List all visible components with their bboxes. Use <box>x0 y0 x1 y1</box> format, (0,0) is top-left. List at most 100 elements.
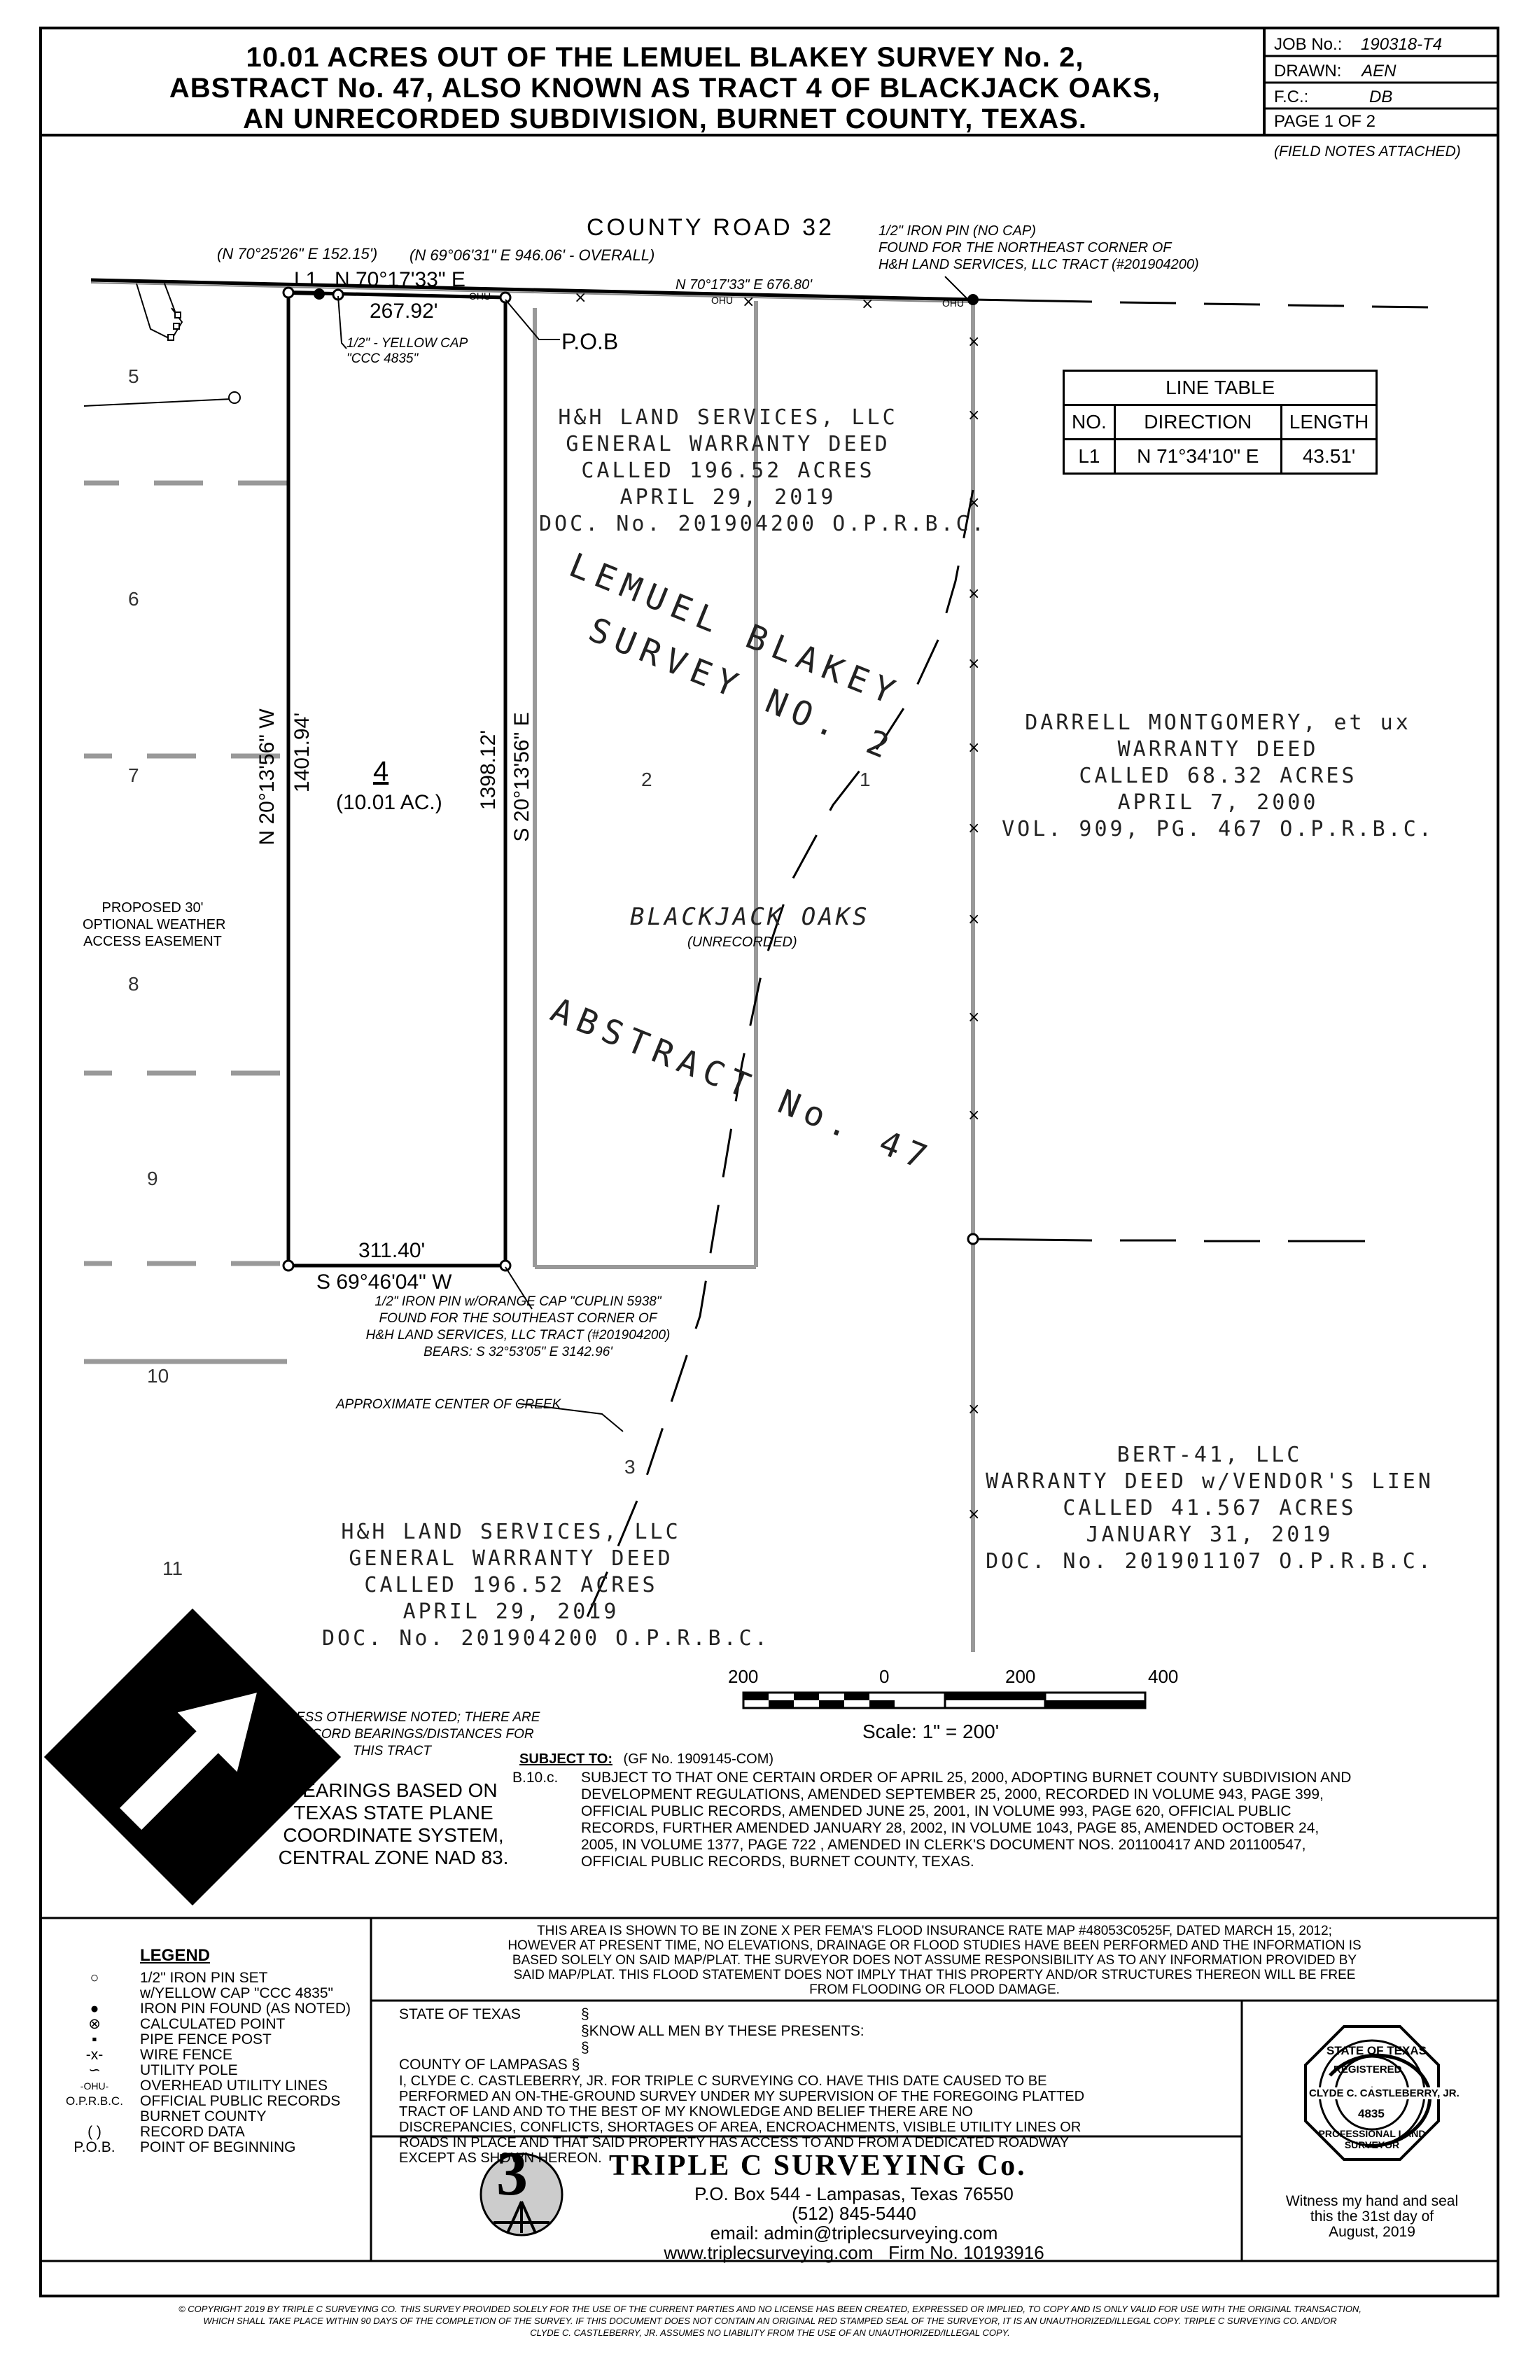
company-name: TRIPLE C SURVEYING Co. <box>609 2150 1027 2182</box>
line-table-header: NO. <box>1063 404 1116 440</box>
subject-text: SUBJECT TO THAT ONE CERTAIN ORDER OF APR… <box>581 1770 1352 1870</box>
wire-fence-icon: -x- <box>85 2047 104 2063</box>
road-bearing: N 70°17'33" E 676.80' <box>676 277 813 293</box>
overhead-utility-icon: -OHU- <box>80 2080 109 2092</box>
svg-text:×: × <box>967 494 980 512</box>
seal-surveyor-name: CLYDE C. CASTLEBERRY, JR. <box>1309 2087 1460 2099</box>
lot-number: 3 <box>624 1456 636 1478</box>
page-number: PAGE 1 OF 2 <box>1274 112 1376 131</box>
pob-abbrev: P.O.B. <box>74 2139 115 2155</box>
record-data-symbol: ( ) <box>88 2124 102 2140</box>
north-distance: 267.92' <box>370 300 438 323</box>
line-table-cell: N 71°34'10" E <box>1113 438 1282 475</box>
company-logo: 3 <box>479 2139 564 2236</box>
nw-corner-pin <box>282 286 295 299</box>
title-line-3: AN UNRECORDED SUBDIVISION, BURNET COUNTY… <box>243 104 1087 134</box>
svg-text:×: × <box>861 295 874 313</box>
tract-acreage: (10.01 AC.) <box>336 791 442 814</box>
seal-top: STATE OF TEXAS <box>1326 2044 1427 2057</box>
utility-pole-icon: ∽ <box>88 2062 101 2078</box>
south-distance: 311.40' <box>358 1239 426 1262</box>
svg-text:×: × <box>967 820 980 837</box>
svg-text:×: × <box>967 739 980 757</box>
svg-text:×: × <box>967 333 980 351</box>
line-table-header: LENGTH <box>1280 404 1378 440</box>
svg-text:×: × <box>967 911 980 928</box>
ne-pin-label: 1/2" IRON PIN (NO CAP)FOUND FOR THE NORT… <box>878 223 1199 272</box>
lot-number: 9 <box>147 1168 158 1189</box>
cert-section: § <box>581 2006 589 2022</box>
svg-text:3: 3 <box>496 2139 528 2208</box>
west-distance: 1401.94' <box>290 712 314 793</box>
road-line <box>90 278 974 302</box>
field-notes-note: (FIELD NOTES ATTACHED) <box>1274 144 1461 160</box>
cert-county: COUNTY OF LAMPASAS § <box>399 2057 580 2073</box>
north-bearing: N 70°17'33" E <box>335 268 465 291</box>
fence-cluster <box>136 283 183 341</box>
drawn-by: DRAWN: AEN <box>1274 62 1396 80</box>
utility-pole <box>228 391 241 404</box>
east-distance: 1398.12' <box>477 729 500 811</box>
ohu-label-2: OHU <box>711 295 734 306</box>
svg-text:×: × <box>574 289 587 307</box>
line-table-cell: 43.51' <box>1280 438 1378 475</box>
svg-text:×: × <box>967 585 980 603</box>
scale-bar <box>742 1691 1147 1709</box>
scale-tick: 200 <box>1005 1666 1036 1687</box>
pin-set-icon: ○ <box>90 1970 99 1986</box>
seal-number: 4835 <box>1358 2107 1385 2120</box>
ohu-label-3: OHU <box>942 298 965 309</box>
wire-fence-marks: ××× ××× ××× ××× ××× <box>574 289 980 1523</box>
subdivision-name: BLACKJACK OAKS <box>630 903 870 931</box>
svg-text:×: × <box>967 1401 980 1418</box>
oprbc-abbrev: O.P.R.B.C. <box>66 2094 123 2108</box>
record-call-1: (N 70°25'26" E 152.15') <box>217 245 378 262</box>
cert-section: § <box>581 2040 589 2056</box>
title-line-1: 10.01 ACRES OUT OF THE LEMUEL BLAKEY SUR… <box>246 42 1084 73</box>
title-line-2: ABSTRACT No. 47, ALSO KNOWN AS TRACT 4 O… <box>169 73 1161 104</box>
creek-line <box>580 489 974 1632</box>
field-crew: F.C.: DB <box>1274 88 1393 106</box>
cert-state: STATE OF TEXAS <box>399 2006 521 2022</box>
se-pin-label: 1/2" IRON PIN w/ORANGE CAP "CUPLIN 5938"… <box>365 1294 671 1359</box>
lot-number: 8 <box>128 973 139 995</box>
ohu-label: OHU <box>469 290 491 302</box>
line-table: LINE TABLE NO. DIRECTION LENGTH L1 N 71°… <box>1062 370 1378 475</box>
west-bearing: N 20°13'56" W <box>255 708 279 846</box>
plat-title: 10.01 ACRES OUT OF THE LEMUEL BLAKEY SUR… <box>70 42 1260 134</box>
lot-number: 6 <box>128 588 139 610</box>
pob-pin <box>499 291 512 304</box>
svg-text:×: × <box>967 1107 980 1124</box>
lot-number: 1 <box>860 769 871 790</box>
east-bearing: S 20°13'56" E <box>510 712 533 842</box>
subject-to: SUBJECT TO: (GF No. 1909145-COM) <box>519 1751 774 1767</box>
tract-number: 4 <box>373 756 389 787</box>
seal-registered: REGISTERED <box>1334 2064 1402 2076</box>
subject-code: B.10.c. <box>512 1770 559 1786</box>
line-table-cell: L1 <box>1063 438 1116 475</box>
scale-tick: 200 <box>728 1666 759 1687</box>
creek-label: APPROXIMATE CENTER OF CREEK <box>336 1397 561 1412</box>
cert-body: I, CLYDE C. CASTLEBERRY, JR. FOR TRIPLE … <box>399 2073 1085 2166</box>
outer-border <box>39 27 1499 2297</box>
north-arrow-icon <box>43 1608 342 1906</box>
scale-tick: 0 <box>879 1666 890 1687</box>
copyright-notice: © COPYRIGHT 2019 BY TRIPLE C SURVEYING C… <box>178 2304 1362 2338</box>
record-call-2: (N 69°06'31" E 946.06' - OVERALL) <box>410 246 655 264</box>
seal-bottom: PROFESSIONAL LAND SURVEYOR <box>1318 2128 1426 2150</box>
cert-know: §KNOW ALL MEN BY THESE PRESENTS: <box>581 2023 864 2039</box>
calculated-point-icon: ⊗ <box>88 2016 101 2032</box>
flood-statement: THIS AREA IS SHOWN TO BE IN ZONE X PER F… <box>507 1924 1362 1997</box>
line-table-header: DIRECTION <box>1113 404 1282 440</box>
lot-number: 11 <box>162 1558 183 1579</box>
